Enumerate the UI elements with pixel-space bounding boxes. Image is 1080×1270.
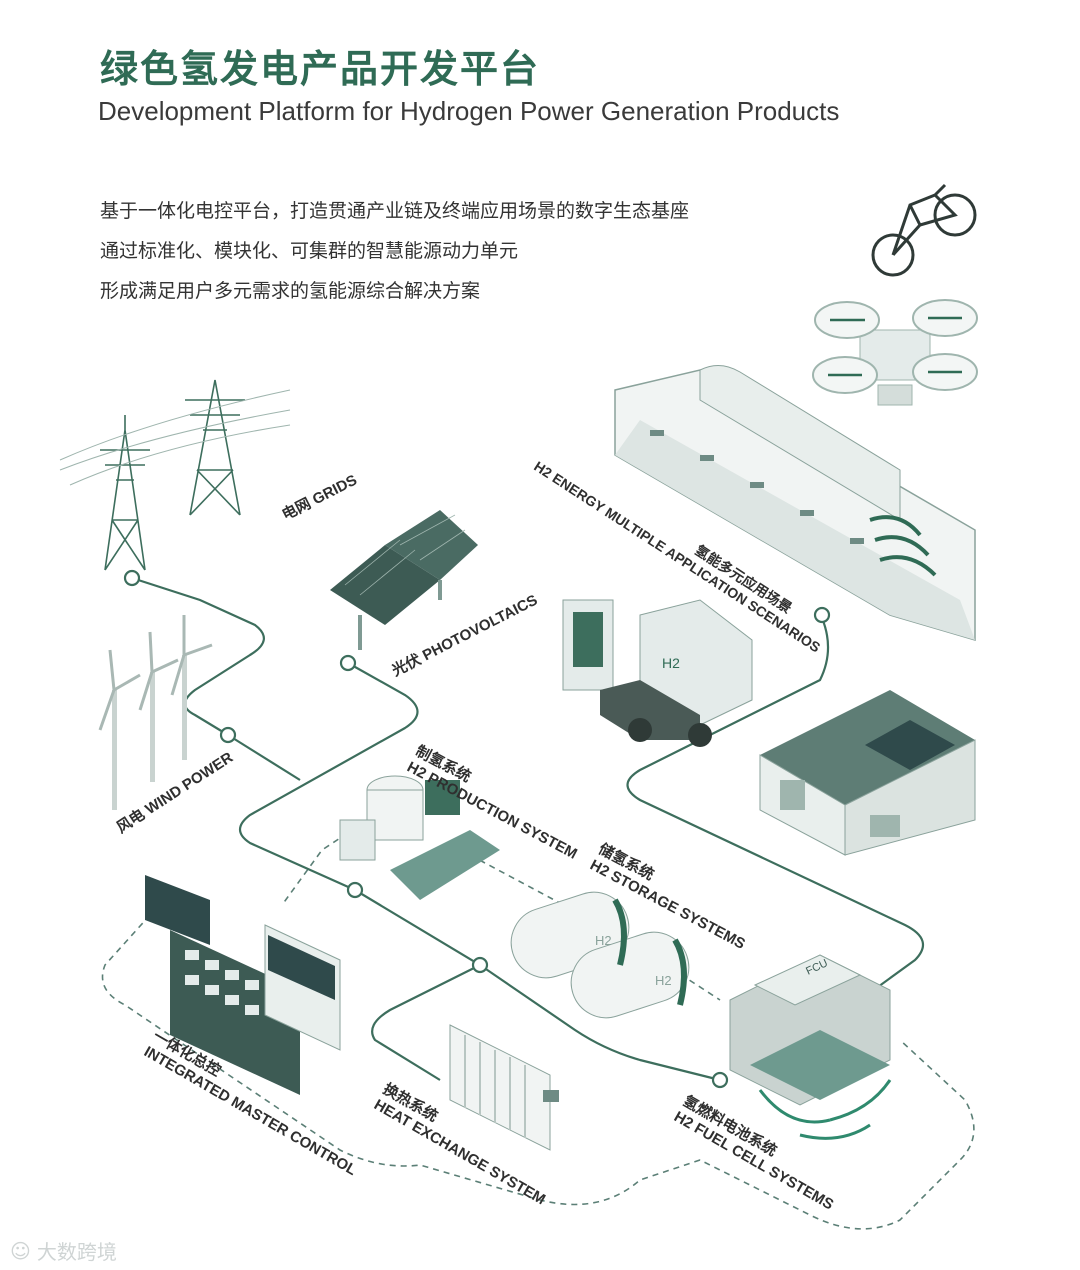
drone-icon xyxy=(813,300,977,405)
truck-h2-label: H2 xyxy=(662,655,680,671)
node-pv xyxy=(341,656,355,670)
h2-dispenser-icon xyxy=(563,600,613,690)
watermark-text: 大数跨境 xyxy=(37,1236,117,1265)
grid-towers-icon xyxy=(60,380,290,570)
watermark: ☺ 大数跨境 xyxy=(10,1236,117,1265)
node-wind xyxy=(221,728,235,742)
node-production xyxy=(348,883,362,897)
node-storage xyxy=(473,958,487,972)
watermark-logo-icon: ☺ xyxy=(10,1239,31,1263)
fuel-cell-icon: FCU xyxy=(730,955,890,1138)
node-grids xyxy=(125,571,139,585)
node-scenarios xyxy=(815,608,829,622)
tank-h2-label-2: H2 xyxy=(655,973,672,988)
house-icon xyxy=(760,690,975,855)
bicycle-icon xyxy=(873,185,975,275)
tank-h2-label-1: H2 xyxy=(595,933,612,948)
node-fuelcell xyxy=(713,1073,727,1087)
cruise-ship-icon xyxy=(615,365,975,640)
